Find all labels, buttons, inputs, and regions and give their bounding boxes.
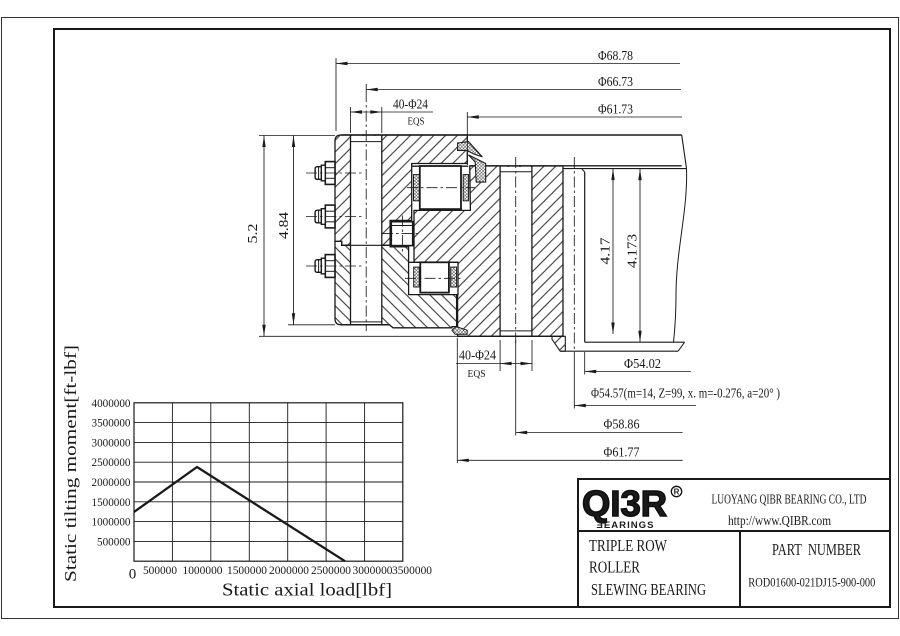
svg-text:4.173: 4.173 [625,234,640,268]
svg-text:Static axial load[lbf]: Static axial load[lbf] [222,580,392,600]
svg-text:QI3R: QI3R [582,483,667,524]
svg-text:Φ66.73: Φ66.73 [598,74,633,89]
svg-text:40-Φ24: 40-Φ24 [459,348,496,363]
svg-text:Φ61.77: Φ61.77 [604,445,640,460]
svg-text:4.17: 4.17 [598,237,613,264]
svg-text:Φ61.73: Φ61.73 [598,102,633,117]
svg-text:4.84: 4.84 [276,212,291,239]
svg-text:EQS: EQS [468,369,486,380]
svg-text:EQS: EQS [408,117,425,128]
svg-text:http://www.QIBR.com: http://www.QIBR.com [728,514,831,529]
svg-text:Φ54.57(m=14, Z=99, x. m=-0.276: Φ54.57(m=14, Z=99, x. m=-0.276, a=20° ) [591,386,780,401]
svg-text:3000000: 3000000 [92,437,131,449]
svg-text:Φ68.78: Φ68.78 [598,48,633,63]
svg-text:R: R [674,487,680,496]
svg-text:1500000: 1500000 [227,565,267,577]
svg-text:3500000: 3500000 [92,418,131,430]
svg-text:5.2: 5.2 [245,224,260,244]
svg-text:1500000: 1500000 [92,497,131,509]
svg-text:2500000: 2500000 [311,565,351,577]
svg-text:1000000: 1000000 [92,517,131,529]
svg-text:ROD01600-021DJ15-900-000: ROD01600-021DJ15-900-000 [748,575,875,590]
svg-text:2000000: 2000000 [92,477,131,489]
svg-text:4000000: 4000000 [92,398,131,410]
svg-text:3500000: 3500000 [392,565,432,577]
svg-text:2500000: 2500000 [92,457,131,469]
svg-text:Static tilting moment[ft-lbf]: Static tilting moment[ft-lbf] [61,345,80,582]
svg-text:1000000: 1000000 [183,565,223,577]
svg-text:PART NUMBER: PART NUMBER [772,540,861,559]
svg-text:SLEWING BEARING: SLEWING BEARING [591,580,706,599]
svg-text:Φ58.86: Φ58.86 [604,417,640,432]
svg-text:ƎEARINGS: ƎEARINGS [597,520,655,531]
svg-text:3000000: 3000000 [353,565,393,577]
svg-text:ROLLER: ROLLER [589,558,640,577]
svg-text:2000000: 2000000 [269,565,309,577]
svg-text:500000: 500000 [97,536,131,548]
svg-text:40-Φ24: 40-Φ24 [393,97,428,112]
svg-text:0: 0 [129,567,137,583]
svg-text:LUOYANG QIBR BEARING CO., LTD: LUOYANG QIBR BEARING CO., LTD [712,493,867,508]
svg-text:TRIPLE ROW: TRIPLE ROW [589,536,667,555]
svg-text:500000: 500000 [143,565,177,577]
svg-text:Φ54.02: Φ54.02 [624,356,661,371]
